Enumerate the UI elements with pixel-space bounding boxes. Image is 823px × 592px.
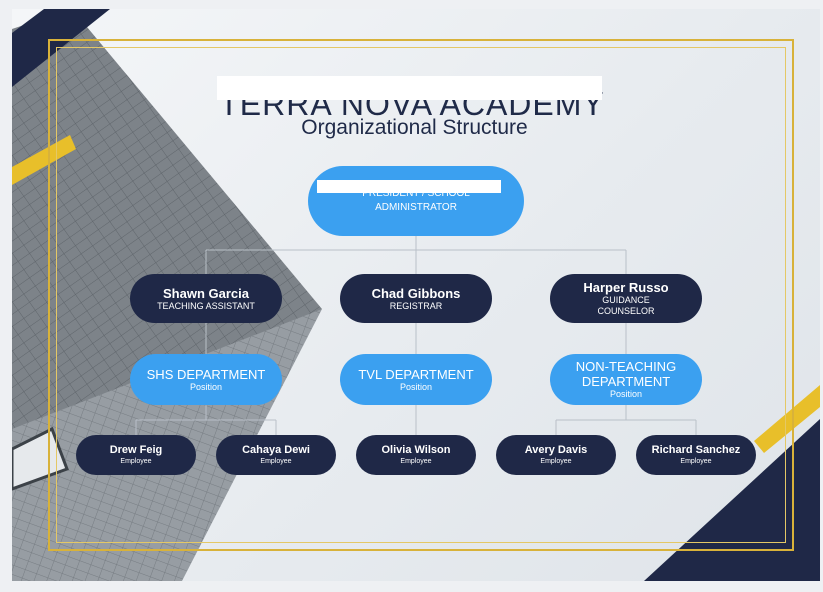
president-name-redaction	[317, 180, 501, 193]
org-node-employee-3: Olivia Wilson Employee	[356, 435, 476, 475]
org-node-manager-2: Chad Gibbons REGISTRAR	[340, 274, 492, 323]
org-node-manager-1: Shawn Garcia TEACHING ASSISTANT	[130, 274, 282, 323]
employee-name: Olivia Wilson	[381, 444, 451, 456]
org-node-department-1: SHS DEPARTMENT Position	[130, 354, 282, 405]
employee-position: Employee	[680, 458, 712, 465]
gold-frame-inner	[56, 47, 786, 543]
employee-name: Avery Davis	[524, 444, 588, 456]
department-name: NON-TEACHING DEPARTMENT	[575, 359, 677, 389]
org-node-employee-2: Cahaya Dewi Employee	[216, 435, 336, 475]
org-chart-slide: TERRA NOVA ACADEMY INC. Organizational S…	[12, 9, 820, 581]
org-node-department-2: TVL DEPARTMENT Position	[340, 354, 492, 405]
employee-position: Employee	[120, 458, 152, 465]
connector-shs-to-employees	[135, 405, 277, 435]
building-window	[12, 426, 69, 491]
department-name: SHS DEPARTMENT	[146, 366, 266, 382]
org-node-department-3: NON-TEACHING DEPARTMENT Position	[550, 354, 702, 405]
org-node-president: PRESIDENT / SCHOOL ADMINISTRATOR	[308, 166, 524, 236]
president-position: PRESIDENT / SCHOOL ADMINISTRATOR	[362, 188, 470, 213]
org-node-manager-3: Harper Russo GUIDANCE COUNSELOR	[550, 274, 702, 323]
connector-nonteaching-to-employees	[555, 405, 697, 435]
gold-frame-outer	[48, 39, 794, 551]
connector-manager-to-dept	[205, 323, 627, 354]
navy-stripe-top-left	[12, 9, 110, 87]
connector-lines	[135, 236, 697, 435]
manager-name: Shawn Garcia	[163, 285, 249, 301]
page-subtitle: Organizational Structure	[301, 116, 528, 139]
manager-position: GUIDANCE COUNSELOR	[597, 295, 655, 316]
org-node-employee-1: Drew Feig Employee	[76, 435, 196, 475]
connector-top-to-managers	[205, 236, 627, 274]
employee-position: Employee	[260, 458, 292, 465]
manager-position: REGISTRAR	[389, 300, 443, 311]
department-name: TVL DEPARTMENT	[358, 366, 474, 382]
org-node-employee-5: Richard Sanchez Employee	[636, 435, 756, 475]
department-position: Position	[189, 381, 223, 392]
org-node-employee-4: Avery Davis Employee	[496, 435, 616, 475]
employee-position: Employee	[540, 458, 572, 465]
department-position: Position	[609, 389, 643, 399]
employee-name: Drew Feig	[109, 444, 163, 456]
employee-name: Richard Sanchez	[651, 444, 741, 456]
employee-position: Employee	[400, 458, 432, 465]
department-position: Position	[399, 381, 433, 392]
manager-position: TEACHING ASSISTANT	[157, 300, 255, 311]
manager-name: Harper Russo	[583, 280, 669, 295]
gold-stripe-right	[754, 385, 820, 453]
employee-name: Cahaya Dewi	[242, 444, 310, 456]
manager-name: Chad Gibbons	[371, 285, 461, 301]
gold-stripe-left	[12, 135, 76, 185]
navy-stripe-bottom-right	[644, 419, 820, 581]
school-name-redaction	[217, 76, 602, 100]
